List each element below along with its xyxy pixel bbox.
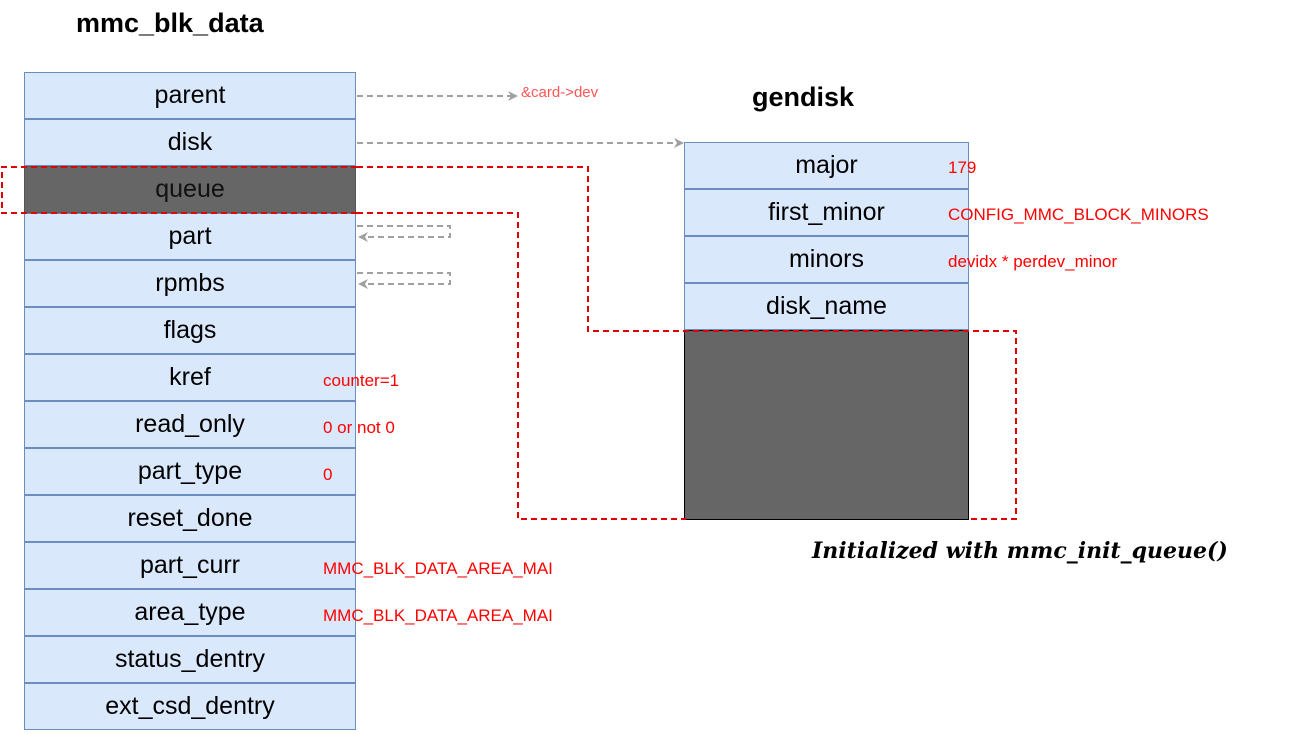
field-rpmbs[interactable]: rpmbs [24,260,356,307]
field-queue[interactable]: queue [24,166,356,213]
part-type-annotation: 0 [323,465,333,484]
field-kref[interactable]: kref [24,354,356,401]
field-first-minor[interactable]: first_minor [684,189,969,236]
read-only-annotation: 0 or not 0 [323,418,395,437]
part-self-pointer-arrow [357,225,451,242]
queue-to-gendisk-inner-link [357,212,686,520]
field-major[interactable]: major [684,142,969,189]
field-disk[interactable]: disk [24,119,356,166]
gendisk-title: gendisk [752,82,855,112]
field-status-dentry[interactable]: status_dentry [24,636,356,683]
parent-target-label: &card->dev [521,84,599,101]
area-type-annotation: MMC_BLK_DATA_AREA_MAI [323,606,553,625]
field-parent[interactable]: parent [24,72,356,119]
field-minors[interactable]: minors [684,236,969,283]
minors-annotation: devidx * perdev_minor [948,252,1118,271]
rpmbs-self-pointer-arrow [357,272,451,289]
major-annotation: 179 [948,158,977,177]
part-curr-annotation: MMC_BLK_DATA_AREA_MAI [323,559,553,578]
field-disk-name[interactable]: disk_name [684,283,969,330]
kref-annotation: counter=1 [323,371,400,390]
gendisk-remaining-block [684,330,969,520]
field-area-type[interactable]: area_type [24,589,356,636]
field-part[interactable]: part [24,213,356,260]
mmc-blk-data-struct: parent disk queue part rpmbs flags kref … [24,72,356,734]
gendisk-struct: major first_minor minors disk_name [684,142,969,520]
init-caption: Initialized with mmc_init_queue() [812,538,1228,564]
field-ext-csd-dentry[interactable]: ext_csd_dentry [24,683,356,730]
first-minor-annotation: CONFIG_MMC_BLOCK_MINORS [948,205,1209,224]
mmc-blk-data-title: mmc_blk_data [76,8,264,38]
field-reset-done[interactable]: reset_done [24,495,356,542]
field-read-only[interactable]: read_only [24,401,356,448]
field-part-curr[interactable]: part_curr [24,542,356,589]
field-part-type[interactable]: part_type [24,448,356,495]
field-flags[interactable]: flags [24,307,356,354]
